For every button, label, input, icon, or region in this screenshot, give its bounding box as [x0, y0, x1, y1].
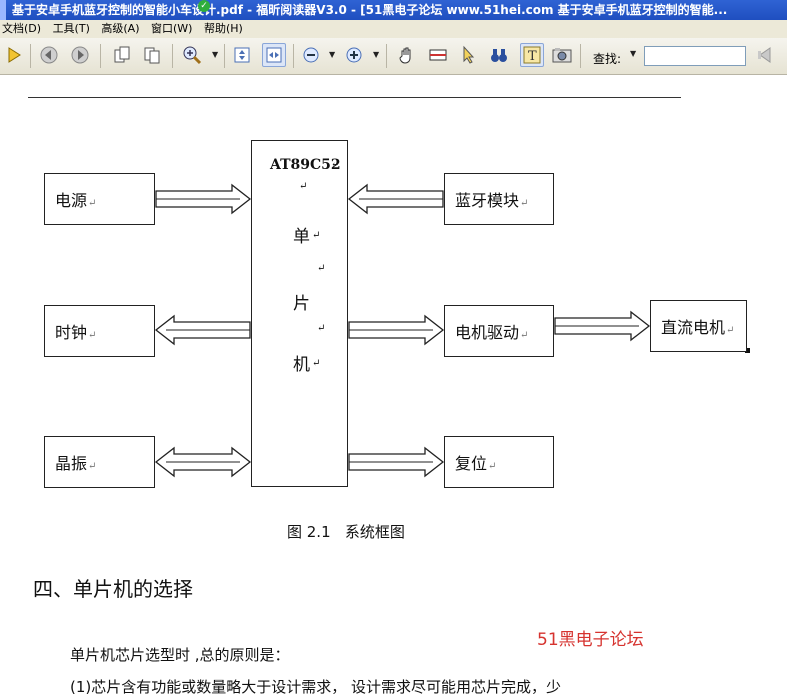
box-reset-label: 复位: [455, 454, 488, 473]
box-motor-driver-label: 电机驱动: [455, 323, 520, 342]
section-heading: 四、单片机的选择: [33, 577, 193, 601]
menu-bar: 文档(D) 工具(T) 高级(A) 窗口(W) 帮助(H): [0, 20, 787, 38]
camera-icon[interactable]: [550, 43, 574, 67]
paragraph-mark: ↵: [520, 198, 529, 209]
arrow-bluetooth-to-mcu: [347, 183, 444, 215]
box-dc-motor: 直流电机↵: [650, 300, 747, 352]
toolbar-separator: [100, 44, 101, 68]
toolbar-separator: [224, 44, 225, 68]
box-mcu: AT89C52 ↵ ↵ 单 ↵ ↵ 片 ↵ 机 ↵: [251, 140, 348, 487]
paragraph-mark: ↵: [312, 230, 321, 241]
mcu-char-2: 片: [293, 294, 310, 314]
forward-icon[interactable]: [68, 43, 92, 67]
checkmark-icon: ✓: [198, 0, 210, 12]
binoculars-icon[interactable]: [487, 43, 511, 67]
rotate-page-icon[interactable]: [110, 43, 134, 67]
paragraph-mark: ↵: [488, 461, 497, 472]
toolbar-separator: [386, 44, 387, 68]
svg-text:T: T: [528, 49, 537, 64]
paragraph-text: (1)芯片含有功能或数量略大于设计需求， 设计需求尽可能用芯片完成，少: [70, 678, 562, 696]
horizontal-rule: [28, 97, 681, 98]
resize-handle: [745, 348, 750, 353]
box-reset: 复位↵: [444, 436, 554, 488]
paragraph-mark: ↵: [317, 263, 326, 274]
paragraph-mark: ↵: [520, 330, 529, 341]
menu-document[interactable]: 文档(D): [2, 22, 42, 35]
window-title: 基于安卓手机蓝牙控制的智能小车设计.pdf - 福昕阅读器V3.0 - [51黑…: [12, 3, 728, 17]
chevron-down-icon[interactable]: ▼: [212, 50, 219, 59]
toolbar-separator: [293, 44, 294, 68]
menu-advanced[interactable]: 高级(A): [101, 22, 140, 35]
box-power: 电源↵: [44, 173, 155, 225]
mcu-char-1: 单: [293, 227, 310, 247]
mcu-model-label: AT89C52: [270, 157, 341, 173]
paragraph-mark: ↵: [331, 159, 340, 170]
figure-caption: 图 2.1 系统框图: [287, 523, 405, 541]
text-select-icon[interactable]: T: [520, 43, 544, 67]
snapshot-select-icon[interactable]: [426, 43, 450, 67]
menu-tools[interactable]: 工具(T): [52, 22, 90, 35]
arrow-mcu-to-clock: [154, 314, 251, 346]
box-motor-driver: 电机驱动↵: [444, 305, 554, 357]
paragraph-mark: ↵: [312, 358, 321, 369]
search-prev-icon[interactable]: [752, 43, 776, 67]
arrow-power-to-mcu: [155, 183, 252, 215]
chevron-down-icon[interactable]: ▼: [329, 50, 336, 59]
chevron-down-icon[interactable]: ▼: [373, 50, 380, 59]
fit-page-icon[interactable]: [230, 43, 254, 67]
paragraph-mark: ↵: [726, 325, 735, 336]
box-clock-label: 时钟: [55, 323, 88, 342]
window-title-bar: 基于安卓手机蓝牙控制的智能小车设计.pdf - 福昕阅读器V3.0 - [51黑…: [0, 0, 787, 20]
paragraph-mark: ↵: [299, 181, 308, 192]
zoom-out-icon[interactable]: [299, 43, 323, 67]
copy-page-icon[interactable]: [140, 43, 164, 67]
mcu-char-3: 机: [293, 355, 310, 375]
menu-help[interactable]: 帮助(H): [203, 22, 243, 35]
arrow-crystal-mcu: [154, 446, 252, 478]
search-input[interactable]: [644, 46, 746, 66]
zoom-plus-icon[interactable]: [342, 43, 366, 67]
select-arrow-icon[interactable]: [456, 43, 480, 67]
toolbar-separator: [172, 44, 173, 68]
paragraph-mark: ↵: [88, 330, 97, 341]
box-crystal-label: 晶振: [55, 454, 88, 473]
document-page: 电源↵ 时钟↵ 晶振↵ AT89C52 ↵ ↵ 单 ↵ ↵ 片 ↵ 机 ↵ 蓝牙…: [0, 75, 787, 696]
menu-window[interactable]: 窗口(W): [150, 22, 193, 35]
arrow-driver-to-motor: [554, 310, 651, 342]
paragraph-mark: ↵: [317, 323, 326, 334]
back-icon[interactable]: [37, 43, 61, 67]
box-dc-motor-label: 直流电机: [661, 318, 726, 337]
play-icon[interactable]: [2, 43, 26, 67]
watermark-text: 51黑电子论坛: [537, 630, 644, 650]
paragraph-mark: ↵: [88, 198, 97, 209]
toolbar: ▼ ▼ ▼ T 查找: ▼: [0, 38, 787, 75]
box-bluetooth: 蓝牙模块↵: [444, 173, 554, 225]
toolbar-separator: [30, 44, 31, 68]
block-diagram-connectors: [154, 183, 750, 478]
box-bluetooth-label: 蓝牙模块: [455, 191, 520, 210]
box-power-label: 电源: [55, 191, 88, 210]
box-crystal: 晶振↵: [44, 436, 155, 488]
fit-width-icon[interactable]: [262, 43, 286, 67]
arrow-mcu-to-motor-driver: [348, 314, 445, 346]
toolbar-separator: [580, 44, 581, 68]
arrow-mcu-to-reset: [348, 446, 445, 478]
chevron-down-icon[interactable]: ▼: [630, 49, 637, 58]
zoom-in-icon[interactable]: [180, 43, 204, 67]
box-clock: 时钟↵: [44, 305, 155, 357]
app-icon: [0, 0, 6, 20]
search-label: 查找:: [593, 52, 622, 66]
paragraph-text: 单片机芯片选型时 ,总的原则是：: [70, 646, 290, 664]
paragraph-mark: ↵: [88, 461, 97, 472]
hand-tool-icon[interactable]: [395, 43, 419, 67]
